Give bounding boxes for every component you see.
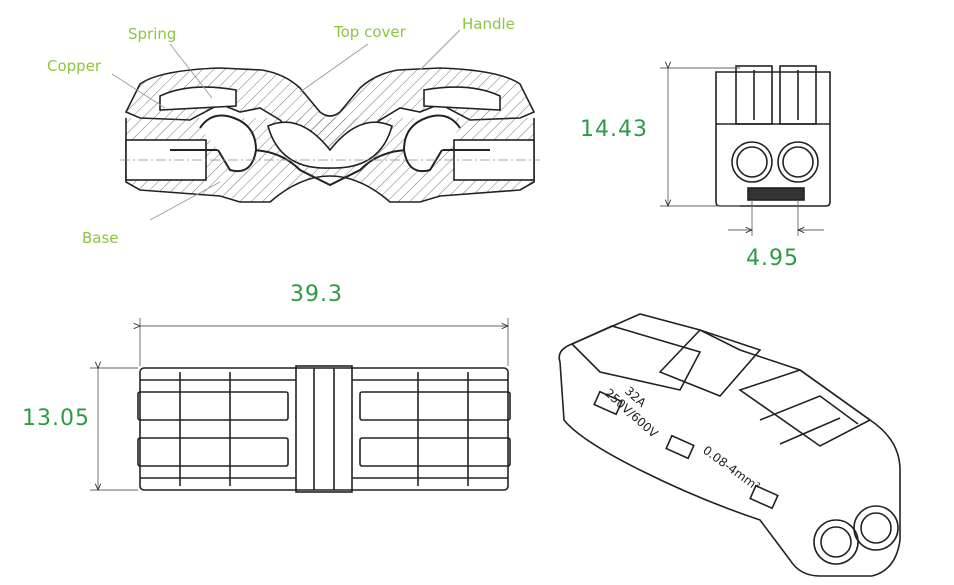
isometric-view	[558, 313, 901, 577]
label-spring: Spring	[128, 25, 177, 43]
top-view	[137, 365, 511, 493]
top-view-handle-left-1	[137, 391, 289, 421]
iso-window-3	[749, 484, 779, 510]
top-view-handle-right-1	[359, 391, 511, 421]
end-view-base-slot	[747, 187, 805, 201]
top-view-handle-right-2	[359, 437, 511, 467]
label-base: Base	[82, 229, 119, 247]
iso-port-left	[813, 519, 859, 565]
end-view-port-right	[777, 141, 819, 183]
right-handle	[423, 86, 501, 111]
left-spring	[199, 114, 258, 172]
label-top-cover: Top cover	[334, 23, 406, 41]
cross-section-view	[120, 67, 540, 203]
end-view-dimension-lines	[660, 68, 824, 236]
end-view-port-left	[731, 141, 773, 183]
dimension-height-end: 14.43	[580, 117, 648, 142]
iso-wire-range: 0.08-4mm²	[700, 443, 762, 494]
leader-lines	[111, 29, 461, 221]
top-view-body	[139, 367, 509, 491]
iso-window-2	[665, 434, 695, 460]
iso-center-rib	[658, 329, 762, 397]
label-copper: Copper	[47, 57, 102, 75]
label-handle: Handle	[462, 15, 515, 33]
dimension-pitch: 4.95	[746, 246, 799, 271]
top-view-handle-left-2	[137, 437, 289, 467]
iso-body	[558, 313, 901, 577]
iso-window-1	[593, 390, 623, 416]
iso-top-face	[570, 325, 702, 391]
center-spring	[267, 121, 393, 169]
iso-right-handles	[738, 369, 872, 447]
dimension-length: 39.3	[290, 282, 343, 307]
iso-port-right	[853, 505, 899, 551]
left-handle	[159, 86, 237, 111]
iso-embossed-text: 32A 250V/600V 0.08-4mm²	[602, 384, 763, 494]
end-view	[715, 65, 831, 207]
right-spring	[402, 114, 461, 172]
copper-busbar	[170, 149, 490, 187]
dimension-width-top: 13.05	[22, 406, 90, 431]
top-view-center-rib	[295, 365, 353, 493]
top-view-dimension-lines	[90, 318, 508, 490]
end-view-body	[715, 71, 831, 207]
